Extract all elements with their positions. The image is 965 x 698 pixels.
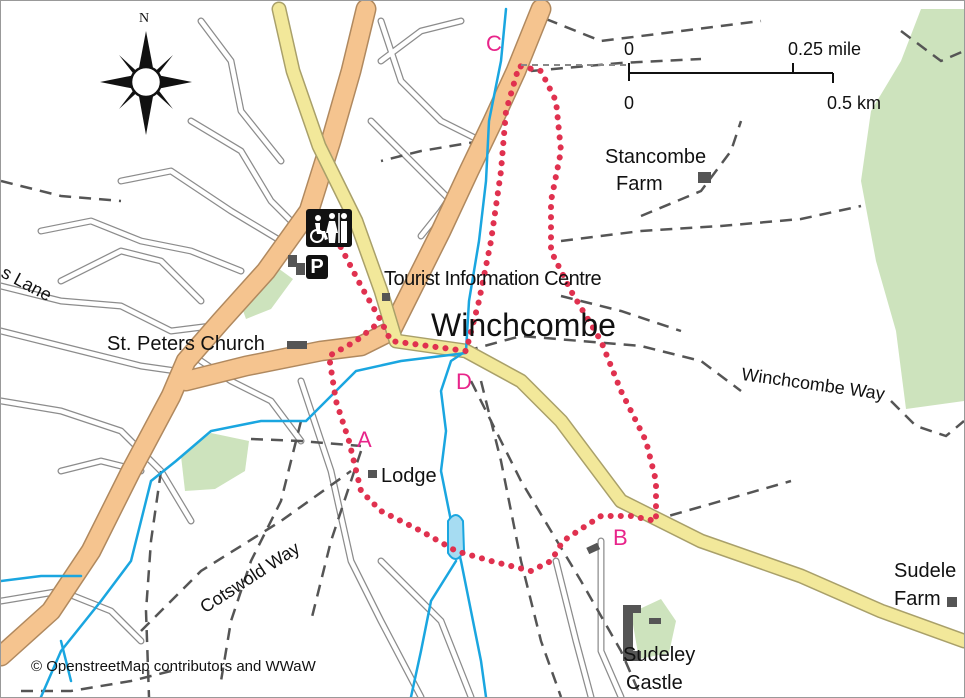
label-sudeley-farm-2: Farm	[894, 588, 941, 610]
waypoint-b: B	[613, 525, 628, 550]
label-stancombe: Stancombe	[605, 146, 707, 168]
scale-km-label: 0.5 km	[827, 93, 882, 113]
green-area-park	[181, 433, 249, 491]
toilets-icon	[306, 209, 352, 247]
label-lodge: Lodge	[381, 465, 437, 487]
buildings	[287, 172, 957, 661]
water	[1, 7, 508, 697]
label-town-winchcombe: Winchcombe	[431, 307, 616, 343]
walk-route	[326, 63, 659, 574]
waypoint-c: C	[486, 31, 502, 56]
green-area-sudeley	[631, 599, 676, 659]
label-sudeley-castle-1: Sudeley	[623, 644, 696, 666]
waypoint-d: D	[456, 369, 472, 394]
scale-bar	[628, 63, 834, 83]
label-st-peters-church: St. Peters Church	[107, 333, 265, 355]
green-area-church	[236, 263, 293, 319]
secondary-road	[271, 1, 964, 649]
woodland-east	[861, 9, 964, 409]
main-road	[1, 1, 552, 667]
label-sudeley-castle-2: Castle	[626, 672, 683, 694]
map-credit: © OpenstreetMap contributors and WWaW	[31, 658, 316, 675]
toilets-glyph	[310, 213, 347, 243]
footpaths	[1, 17, 964, 697]
scale-km-zero: 0	[624, 93, 635, 113]
waypoint-a: A	[357, 427, 372, 452]
label-tourist-information-centre: Tourist Information Centre	[384, 268, 602, 290]
label-sudeley-farm-1: Sudele	[894, 560, 957, 582]
label-stancombe-farm: Farm	[616, 173, 663, 195]
compass-north-label: N	[139, 11, 150, 26]
parking-icon: P	[306, 255, 328, 279]
scale-mile-label: 0.25 mile	[788, 39, 862, 59]
scale-mile-zero: 0	[624, 39, 635, 59]
compass-rose-icon	[100, 31, 192, 135]
